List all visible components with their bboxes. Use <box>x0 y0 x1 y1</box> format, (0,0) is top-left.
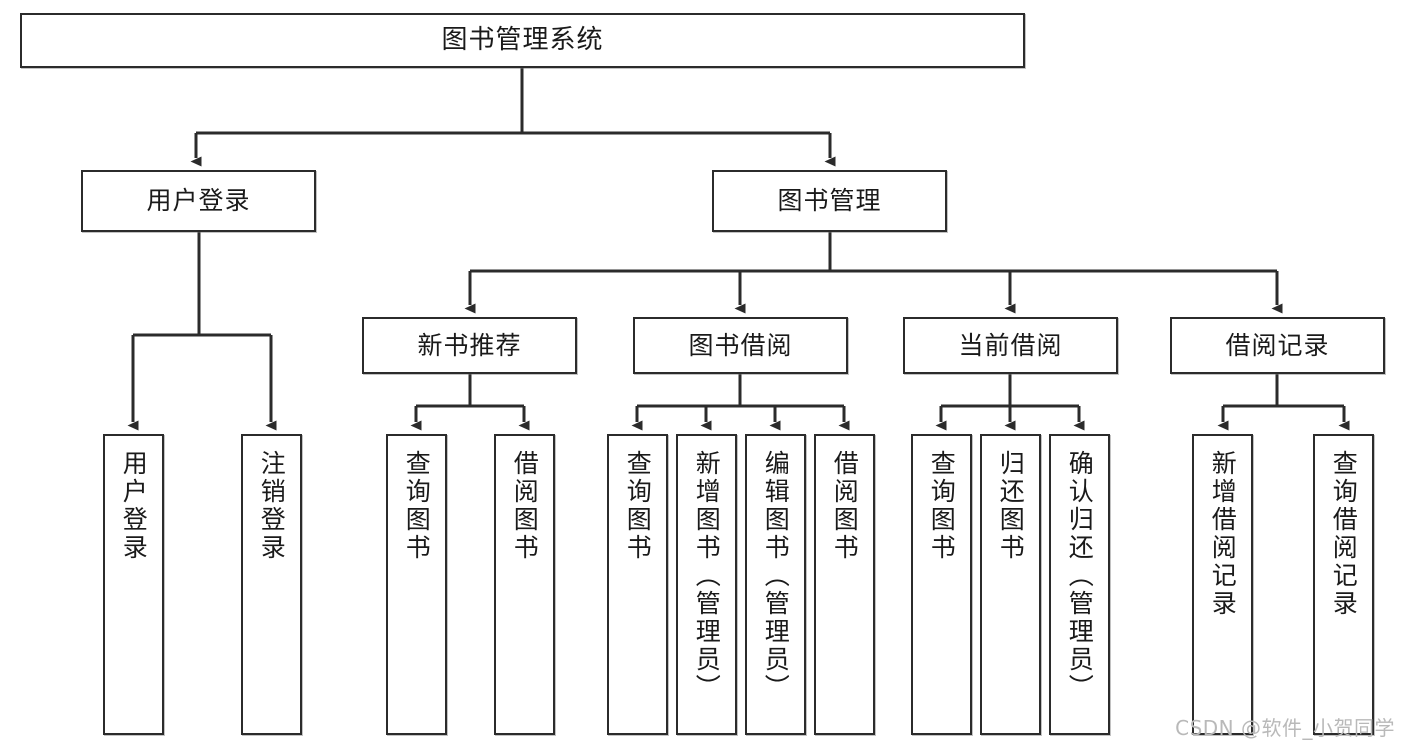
leaf-query-book[interactable]: 查询图书 <box>607 434 668 735</box>
node-label: 确认归还（管理员） <box>1065 450 1095 702</box>
watermark: CSDN @软件_小贺同学 <box>1175 716 1395 740</box>
leaf-add-book-admin[interactable]: 新增图书（管理员） <box>676 434 737 735</box>
leaf-add-borrow-record[interactable]: 新增借阅记录 <box>1192 434 1253 735</box>
node-label: 新书推荐 <box>417 330 522 360</box>
node-user-login[interactable]: 用户登录 <box>81 170 316 232</box>
node-borrow-records[interactable]: 借阅记录 <box>1170 317 1385 374</box>
node-current-borrow[interactable]: 当前借阅 <box>903 317 1118 374</box>
node-label: 查询图书 <box>402 450 432 562</box>
node-label: 新增图书（管理员） <box>692 450 722 702</box>
node-label: 用户登录 <box>146 186 251 216</box>
node-label: 图书借阅 <box>688 330 793 360</box>
node-label: 编辑图书（管理员） <box>761 450 791 702</box>
node-label: 用户登录 <box>119 450 149 562</box>
leaf-confirm-return-admin[interactable]: 确认归还（管理员） <box>1049 434 1110 735</box>
node-book-management[interactable]: 图书管理 <box>712 170 947 232</box>
node-label: 图书管理系统 <box>441 25 604 56</box>
leaf-borrow-book[interactable]: 借阅图书 <box>814 434 875 735</box>
leaf-query-book-new[interactable]: 查询图书 <box>386 434 447 735</box>
leaf-query-borrow-record[interactable]: 查询借阅记录 <box>1313 434 1374 735</box>
node-book-borrow[interactable]: 图书借阅 <box>633 317 848 374</box>
node-label: 借阅记录 <box>1225 330 1330 360</box>
node-label: 归还图书 <box>996 450 1026 562</box>
node-label: 借阅图书 <box>830 450 860 562</box>
leaf-borrow-book-new[interactable]: 借阅图书 <box>494 434 555 735</box>
node-label: 新增借阅记录 <box>1208 450 1238 618</box>
leaf-edit-book-admin[interactable]: 编辑图书（管理员） <box>745 434 806 735</box>
node-root[interactable]: 图书管理系统 <box>20 13 1025 68</box>
node-label: 查询图书 <box>927 450 957 562</box>
node-label: 查询借阅记录 <box>1329 450 1359 618</box>
leaf-return-book[interactable]: 归还图书 <box>980 434 1041 735</box>
node-label: 查询图书 <box>623 450 653 562</box>
leaf-user-login[interactable]: 用户登录 <box>103 434 164 735</box>
node-label: 借阅图书 <box>510 450 540 562</box>
leaf-query-book-current[interactable]: 查询图书 <box>911 434 972 735</box>
leaf-user-logout[interactable]: 注销登录 <box>241 434 302 735</box>
node-new-book-recommend[interactable]: 新书推荐 <box>362 317 577 374</box>
node-label: 图书管理 <box>777 186 882 216</box>
node-label: 注销登录 <box>257 450 287 562</box>
node-label: 当前借阅 <box>958 330 1063 360</box>
